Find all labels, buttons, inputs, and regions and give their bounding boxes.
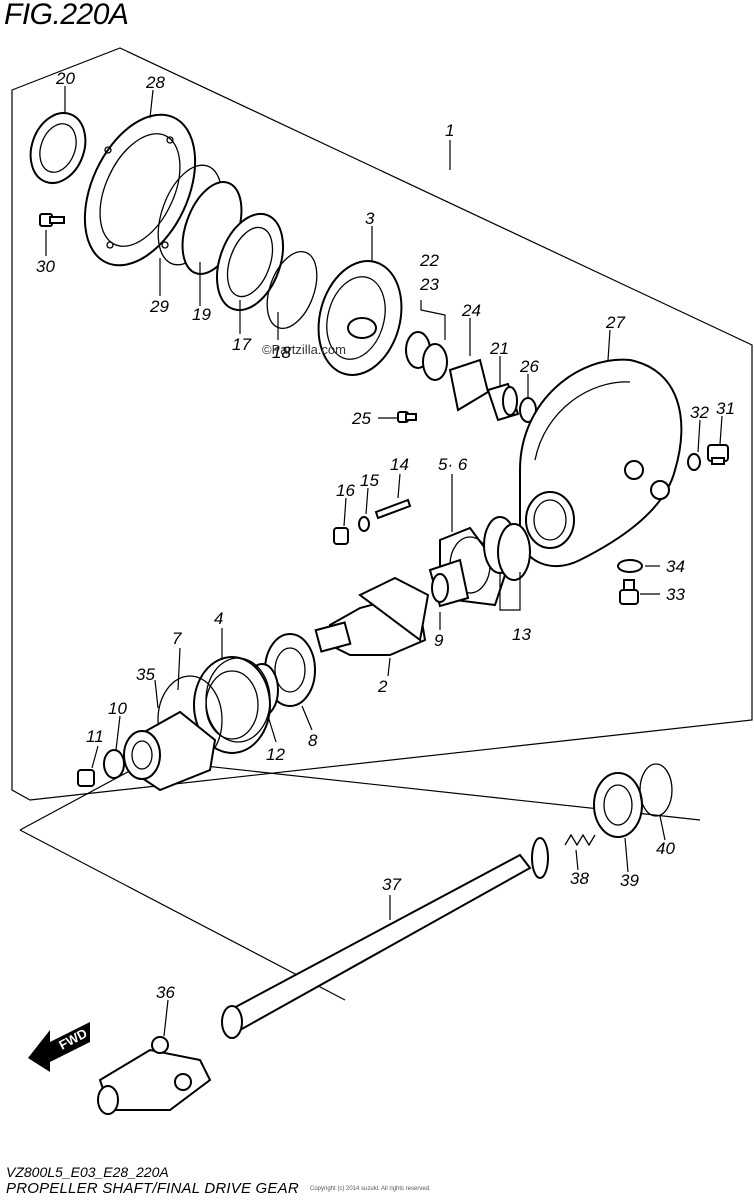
callout-24: 24 <box>461 301 481 320</box>
callout-20: 20 <box>55 69 75 88</box>
callout-21: 21 <box>489 339 509 358</box>
bolt-30[interactable] <box>39 213 65 227</box>
callout-13: 13 <box>512 625 531 644</box>
callout-30: 30 <box>36 257 55 276</box>
shim-23[interactable] <box>422 343 448 381</box>
bearing-housing-28[interactable] <box>63 97 218 283</box>
shim-13b[interactable] <box>497 523 531 581</box>
copyright-footnote: Copyright (c) 2014 suzuki. All rights re… <box>310 1186 431 1192</box>
callout-26: 26 <box>519 357 539 376</box>
callout-31: 31 <box>716 399 735 418</box>
callout-33: 33 <box>666 585 685 604</box>
callout-37: 37 <box>382 875 401 894</box>
callout-29: 29 <box>149 297 169 316</box>
pinion-gear-2[interactable] <box>314 576 430 656</box>
figure-code: VZ800L5_E03_E28_220A <box>6 1164 169 1180</box>
oil-seal-20[interactable] <box>21 105 94 190</box>
washer-10[interactable] <box>103 749 125 779</box>
bearing-case-4[interactable] <box>193 656 271 754</box>
nut-16[interactable] <box>333 527 349 545</box>
needle-bearing-21[interactable] <box>486 382 520 422</box>
callout-32: 32 <box>690 403 709 422</box>
figure-caption: PROPELLER SHAFT/FINAL DRIVE GEAR <box>6 1180 299 1197</box>
universal-joint-36[interactable] <box>97 1036 212 1115</box>
drain-plug-33[interactable] <box>619 579 639 605</box>
assembly-outline <box>11 47 753 801</box>
callout-27: 27 <box>605 313 625 332</box>
oil-filler-plug-31[interactable] <box>707 444 729 465</box>
fwd-arrow: FWD <box>28 1022 90 1072</box>
callout-9: 9 <box>434 631 444 650</box>
bearing-17[interactable] <box>205 205 296 319</box>
retainer-24[interactable] <box>448 358 490 412</box>
callout-22: 22 <box>419 251 439 270</box>
callout-11: 11 <box>86 727 104 746</box>
ring-gear-3[interactable] <box>306 252 413 385</box>
callout-8: 8 <box>308 731 318 750</box>
final-gear-case-27[interactable] <box>519 358 683 568</box>
callout-19: 19 <box>192 305 211 324</box>
callout-28: 28 <box>145 73 165 92</box>
circlip-40[interactable] <box>639 763 673 817</box>
callout-16: 16 <box>336 481 355 500</box>
callout-5-6: 5· 6 <box>438 455 468 474</box>
stud-14[interactable] <box>374 498 412 520</box>
callout-23: 23 <box>419 275 439 294</box>
watermark: ©Partzilla.com <box>262 342 346 357</box>
washer-15[interactable] <box>358 516 370 532</box>
callout-35: 35 <box>136 665 155 684</box>
callout-25: 25 <box>351 409 371 428</box>
callout-40: 40 <box>656 839 675 858</box>
callout-17: 17 <box>232 335 251 354</box>
oil-seal-39[interactable] <box>593 772 643 838</box>
bearing-9[interactable] <box>428 558 470 608</box>
leader-lines <box>45 86 723 1037</box>
callout-2: 2 <box>377 677 388 696</box>
bolt-25[interactable] <box>397 411 417 423</box>
coupling-35[interactable] <box>123 710 217 792</box>
callout-15: 15 <box>360 471 379 490</box>
callout-14: 14 <box>390 455 409 474</box>
callout-39: 39 <box>620 871 639 890</box>
propeller-shaft-37[interactable] <box>221 837 549 1039</box>
callout-4: 4 <box>214 609 223 628</box>
callout-12: 12 <box>266 745 285 764</box>
callout-10: 10 <box>108 699 127 718</box>
callout-1: 1 <box>445 121 454 140</box>
callout-3: 3 <box>365 209 375 228</box>
nut-11[interactable] <box>77 769 95 787</box>
callout-38: 38 <box>570 869 589 888</box>
callout-34: 34 <box>666 557 685 576</box>
gasket-32[interactable] <box>687 453 701 471</box>
spring-38[interactable] <box>564 833 596 847</box>
figure-title: FIG.220A <box>4 0 129 31</box>
gasket-34[interactable] <box>617 559 643 573</box>
callout-36: 36 <box>156 983 175 1002</box>
callout-18: 18 <box>272 343 291 362</box>
callout-7: 7 <box>172 629 182 648</box>
